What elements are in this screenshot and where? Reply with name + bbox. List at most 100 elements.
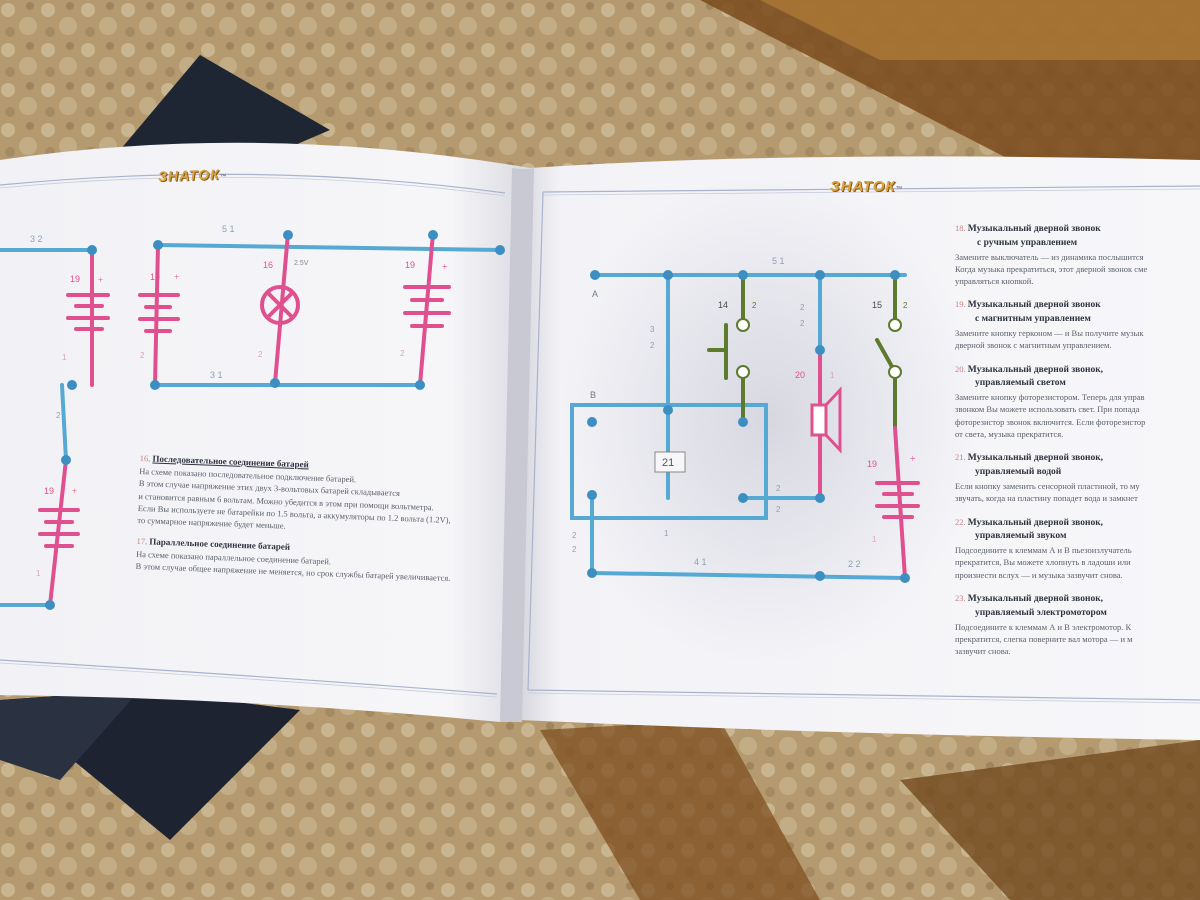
section-19-line: Замените кнопку герконом — и Вы получите… — [955, 328, 1144, 338]
section-19: 19. Музыкальный дверной звонок с магнитн… — [955, 298, 1200, 351]
section-16: 16. Последовательное соединение батарей … — [137, 452, 510, 541]
svg-text:+: + — [910, 454, 916, 465]
brand-logo-right: ЗНАТОК™ — [830, 178, 904, 195]
svg-text:+: + — [442, 262, 448, 273]
label-bat-b: 19 — [405, 260, 415, 270]
label-bat-left-bottom-1: 1 — [36, 569, 41, 578]
label-bat-a-2: 2 — [140, 351, 145, 360]
section-18-line: Замените выключатель — из динамика послы… — [955, 251, 1144, 262]
section-22-line: произнести вслух — и музыка зазвучит сно… — [955, 569, 1123, 580]
label-bat-a: 19 — [150, 272, 160, 282]
label-left-bottom: 2 — [572, 531, 577, 540]
left-circuit: 3 2 5 1 3 1 19 + 1 2 19 + 1 19 + 2 16 2.… — [0, 224, 505, 610]
section-18-number: 18. — [955, 223, 966, 233]
section-19-line: дверной звонок с магнитным управлением. — [955, 340, 1112, 351]
section-20-line: фоторезистор звонок включится. Если фото… — [955, 416, 1146, 427]
brand-logo-left-tm: ™ — [219, 173, 228, 182]
label-wire-top: 5 1 — [772, 256, 785, 266]
section-23: 23. Музыкальный дверной звонок, управляе… — [955, 592, 1200, 657]
hand-shadow — [560, 170, 980, 670]
section-23-line: прекратится, слегка поверните вал мотора… — [955, 633, 1133, 644]
right-circuit: 5 1 A B 3 2 14 2 2 2 20 1 15 2 19 + 1 21… — [570, 256, 920, 583]
left-page — [0, 142, 530, 723]
brand-logo-right-tm: ™ — [895, 186, 904, 193]
section-17-number: 17 — [136, 535, 146, 546]
brand-logo-left-text: ЗНАТОК — [157, 166, 220, 185]
section-22-heading-line2: управляемый звуком — [975, 531, 1067, 542]
section-19-number: 19. — [955, 299, 966, 310]
svg-text:+: + — [98, 275, 103, 285]
label-switch14-2: 2 — [752, 301, 757, 310]
section-21-heading: Музыкальный дверной звонок, — [967, 453, 1104, 464]
section-21-line: Если кнопку заменить сенсорной пластиной… — [955, 480, 1140, 491]
label-short-wire-2: 2 — [776, 505, 781, 514]
label-left-wire-2: 2 — [650, 341, 655, 350]
label-bat-left-mid-2: 2 — [56, 411, 61, 420]
label-speaker-wire: 2 — [800, 303, 805, 312]
section-20-number: 20. — [955, 363, 966, 374]
section-20-line: от света, музыка прекратится. — [955, 429, 1064, 440]
section-23-heading-line2: управляемый электромотором — [975, 607, 1107, 618]
label-module-1: 1 — [664, 529, 669, 538]
label-switch15-2: 2 — [903, 301, 908, 310]
label-left-bottom-2: 2 — [572, 545, 577, 554]
label-lamp-v: 2.5V — [294, 260, 309, 267]
section-21-line: звучать, когда на пластину попадет вода … — [955, 493, 1138, 504]
section-22-heading: Музыкальный дверной звонок, — [967, 517, 1104, 528]
label-bat-left-top: 19 — [70, 274, 80, 284]
section-22-line: прекратится, Вы можете хлопнуть в ладоши… — [955, 557, 1131, 568]
label-bottom-wire: 4 1 — [694, 557, 707, 567]
label-terminal-b: B — [590, 390, 596, 400]
left-page-text: 16. Последовательное соединение батарей … — [135, 452, 509, 586]
section-18-heading-line2: с ручным управлением — [977, 237, 1078, 248]
section-18-heading: Музыкальный дверной звонок — [967, 224, 1101, 234]
section-23-number: 23. — [955, 593, 966, 604]
section-19-heading-line2: с магнитным управлением — [975, 314, 1091, 325]
label-switch15: 15 — [872, 300, 882, 310]
label-short-wire: 2 — [776, 484, 781, 493]
section-20-line: Замените кнопку фоторезистором. Теперь д… — [955, 392, 1145, 403]
label-wire-top-left: 3 2 — [30, 234, 43, 244]
section-16-number: 16 — [139, 452, 149, 464]
label-bat-b-2: 2 — [400, 349, 405, 358]
section-22-line: Подсоедините к клеммам А и В пьезоизлуча… — [955, 545, 1132, 556]
label-terminal-a: A — [592, 289, 598, 299]
section-23-heading: Музыкальный дверной звонок, — [967, 594, 1104, 605]
section-20-heading-line2: управляемый светом — [975, 378, 1066, 389]
section-18: 18. Музыкальный дверной звонок с ручным … — [955, 222, 1200, 287]
section-18-line: Когда музыка прекратиться, этот дверной … — [955, 263, 1148, 274]
svg-text:+: + — [174, 272, 179, 282]
label-lamp-2: 2 — [258, 350, 263, 359]
book-spine — [500, 168, 534, 722]
section-20-heading: Музыкальный дверной звонок, — [967, 364, 1104, 375]
label-module: 21 — [662, 457, 674, 469]
section-21-heading-line2: управляемый водой — [975, 467, 1062, 478]
svg-text:+: + — [72, 486, 77, 496]
section-22: 22. Музыкальный дверной звонок, управляе… — [955, 516, 1200, 581]
label-wire-top-mid: 5 1 — [222, 224, 235, 234]
right-page-text: 18. Музыкальный дверной звонок с ручным … — [955, 222, 1200, 658]
label-battery: 19 — [867, 459, 877, 469]
brand-logo-left: ЗНАТОК™ — [158, 166, 228, 184]
label-switch14: 14 — [718, 300, 728, 310]
section-23-line: Подсоедините к клеммам А и В электромото… — [955, 621, 1132, 632]
label-speaker-wire-2: 2 — [800, 319, 805, 328]
section-20-line: звонком Вы можете использовать свет. При… — [955, 404, 1140, 415]
label-bat-left-bottom: 19 — [44, 486, 54, 496]
brand-logo-right-text: ЗНАТОК — [830, 178, 896, 195]
label-bottom-right: 2 2 — [848, 559, 861, 569]
label-battery-1: 1 — [872, 535, 877, 544]
label-wire-bottom-mid: 3 1 — [210, 370, 223, 380]
label-lamp: 16 — [263, 260, 273, 270]
label-left-wire: 3 — [650, 325, 655, 334]
section-19-heading: Музыкальный дверной звонок — [967, 300, 1101, 311]
section-20: 20. Музыкальный дверной звонок, управляе… — [955, 363, 1200, 441]
label-speaker-1: 1 — [830, 371, 835, 380]
section-18-line: управляться кнопкой. — [955, 276, 1034, 287]
label-bat-left-top-1: 1 — [62, 353, 67, 362]
section-23-line: зазвучит снова. — [955, 646, 1011, 657]
section-22-number: 22. — [955, 516, 966, 527]
section-21-number: 21. — [955, 452, 966, 463]
label-speaker: 20 — [795, 370, 805, 380]
